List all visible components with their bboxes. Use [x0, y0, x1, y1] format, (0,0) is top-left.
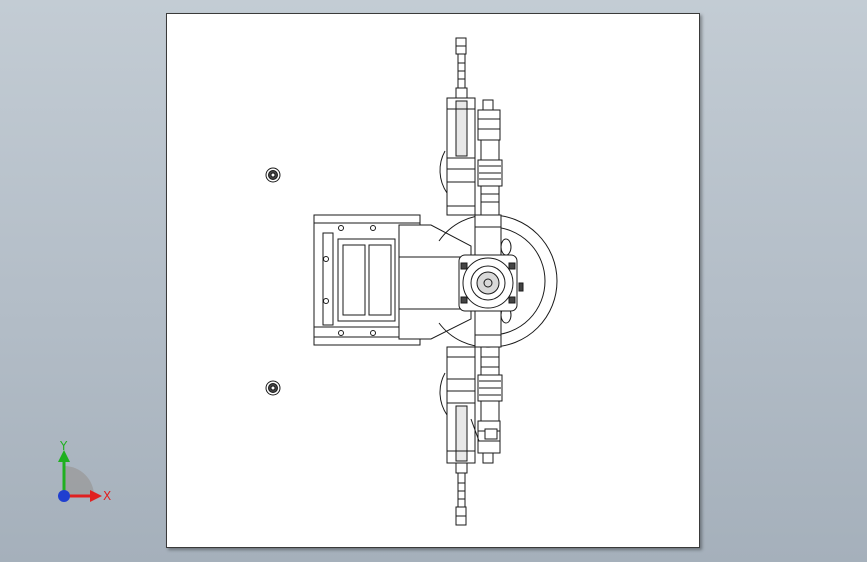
mount-bolt-bottom — [265, 380, 281, 396]
y-axis-label: Y — [59, 439, 68, 453]
model-drawing[interactable] — [167, 14, 701, 549]
drawing-sheet[interactable] — [166, 13, 700, 548]
hub — [458, 254, 524, 312]
mount-bolt-top — [265, 167, 281, 183]
x-axis-label: X — [103, 489, 111, 503]
upper-cylinder-assembly — [439, 37, 503, 216]
triad-quarter-disc — [64, 466, 94, 496]
bracket — [398, 224, 472, 340]
lower-cylinder-assembly — [439, 346, 503, 526]
z-axis-dot — [58, 490, 70, 502]
coordinate-triad: X Y — [58, 439, 111, 503]
spindle — [474, 214, 502, 348]
